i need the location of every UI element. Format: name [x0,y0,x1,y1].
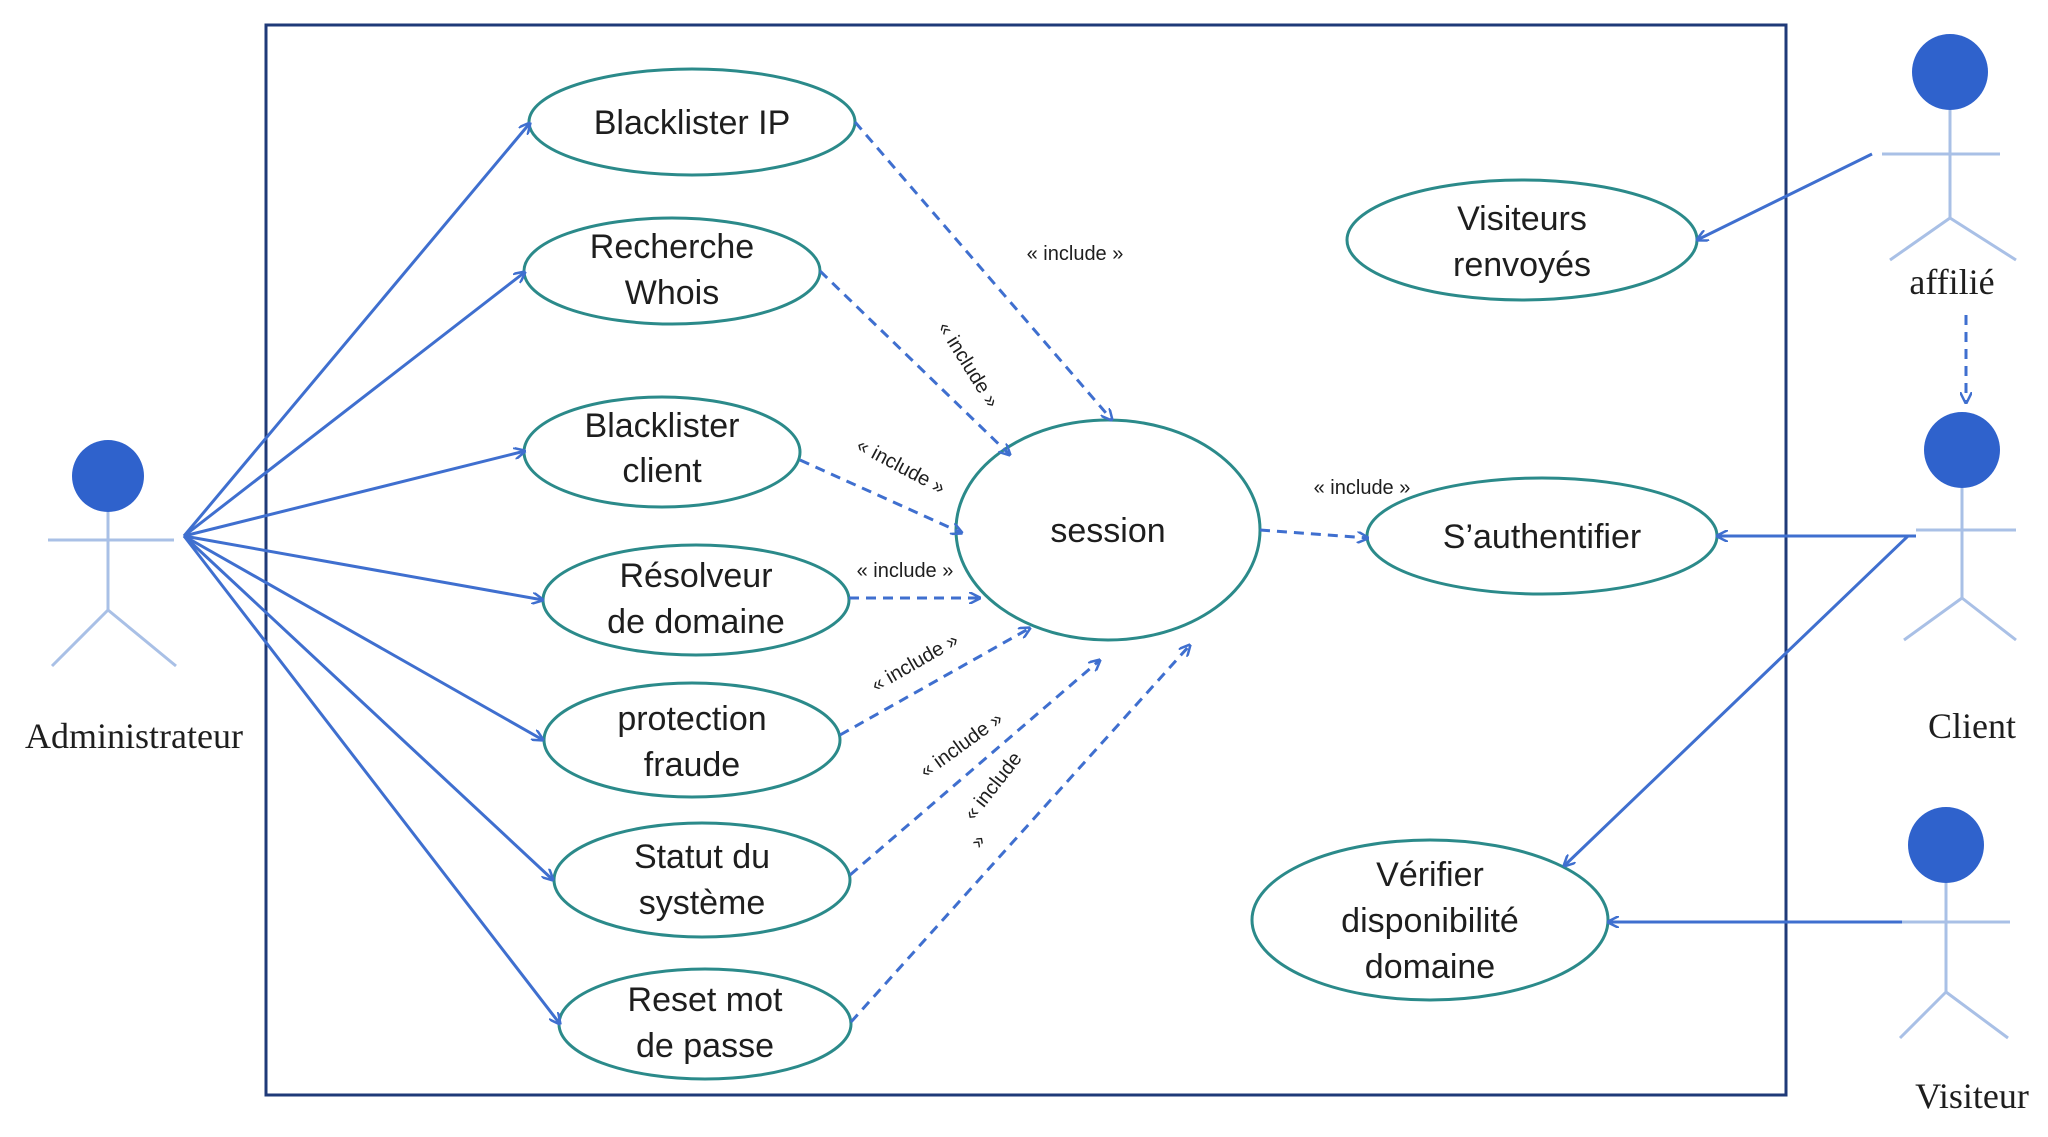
assoc-admin-blacklister-client [183,451,525,538]
stick-figure-icon [1903,412,2017,642]
assoc-client-verifier [1564,534,1910,866]
use-case-label-line2: disponibilité [1341,902,1519,940]
use-case-visiteurs-renvoyes[interactable]: Visiteurs renvoyés [1345,178,1699,302]
use-case-label: session [1050,512,1165,550]
actor-label: Visiteur [1915,1076,2029,1116]
actor-label: affilié [1909,262,1994,302]
assoc-admin-recherche-whois [183,272,525,538]
assoc-admin-reset [182,535,560,1024]
use-case-session[interactable]: session [954,418,1262,642]
use-case-verifier-domaine[interactable]: Vérifier disponibilité domaine [1250,838,1610,1002]
admin-associations [182,123,560,1024]
actor-visiteur[interactable]: Visiteur [1898,807,2029,1116]
assoc-admin-resolveur [183,534,543,600]
use-case-label-line1: Blacklister [585,407,740,445]
stick-figure-icon [1898,807,2010,1040]
assoc-affilie-visiteurs-renvoyes [1697,152,1873,240]
assoc-admin-protection [183,534,543,740]
actor-administrateur[interactable]: Administrateur [25,440,243,756]
use-case-label-line3: domaine [1365,948,1495,986]
use-case-label: S’authentifier [1443,518,1641,556]
include-relations [799,121,1966,1024]
use-case-resolveur-domaine[interactable]: Résolveur de domaine [541,543,851,657]
stick-figure-icon [1882,34,2017,262]
include-label-reset-line2: » [966,830,990,852]
include-label-whois: « include » [933,318,1003,412]
include-label-protection: « include » [868,629,963,696]
actor-client[interactable]: Client [1903,412,2017,746]
use-case-label-line1: Recherche [590,228,754,266]
use-case-label-line2: système [639,884,766,922]
include-statut-session [849,660,1100,877]
include-label-authentifier: « include » [1314,477,1411,499]
use-case-reset-mot-de-passe[interactable]: Reset mot de passe [557,967,853,1081]
assoc-admin-statut [182,534,553,880]
use-case-label-line1: protection [617,700,766,738]
use-case-label-line2: renvoyés [1453,246,1591,284]
use-case-label-line1: Visiteurs [1457,200,1587,238]
actor-label: Administrateur [25,716,243,756]
use-case-label-line1: Vérifier [1376,856,1484,894]
include-label-blacklister-ip: « include » [1027,243,1124,265]
use-case-statut-systeme[interactable]: Statut du système [552,821,852,939]
actor-affilie[interactable]: affilié [1882,34,2017,302]
use-case-blacklister-ip[interactable]: Blacklister IP [527,67,857,177]
use-case-authentifier[interactable]: S’authentifier [1365,476,1719,596]
include-whois-session [818,269,1010,455]
include-blacklister-client-session [799,458,962,533]
use-case-label-line2: fraude [644,746,740,784]
system-boundary [264,23,1788,1097]
use-case-label-line1: Résolveur [619,557,772,595]
actor-label: Client [1928,706,2016,746]
include-label-reset-line1: « include [960,748,1027,825]
stick-figure-icon [48,440,177,668]
use-case-label-line2: client [622,452,702,490]
use-case-label-line1: Statut du [634,838,770,876]
use-case-label-line2: Whois [625,274,719,312]
use-case-recherche-whois[interactable]: Recherche Whois [522,216,822,326]
include-label-resolveur: « include » [857,560,954,582]
use-case-protection-fraude[interactable]: protection fraude [542,681,842,799]
use-case-label: Blacklister IP [594,104,791,142]
use-case-label-line2: de passe [636,1027,774,1065]
use-case-label-line1: Reset mot [628,981,783,1019]
use-case-label-line2: de domaine [607,603,785,641]
right-associations [1564,152,1916,922]
assoc-admin-blacklister-ip [182,123,530,537]
include-protection-session [839,628,1030,737]
include-blacklister-ip-session [853,121,1112,420]
include-session-authentifier [1259,528,1368,538]
use-case-blacklister-client[interactable]: Blacklister client [522,395,802,509]
